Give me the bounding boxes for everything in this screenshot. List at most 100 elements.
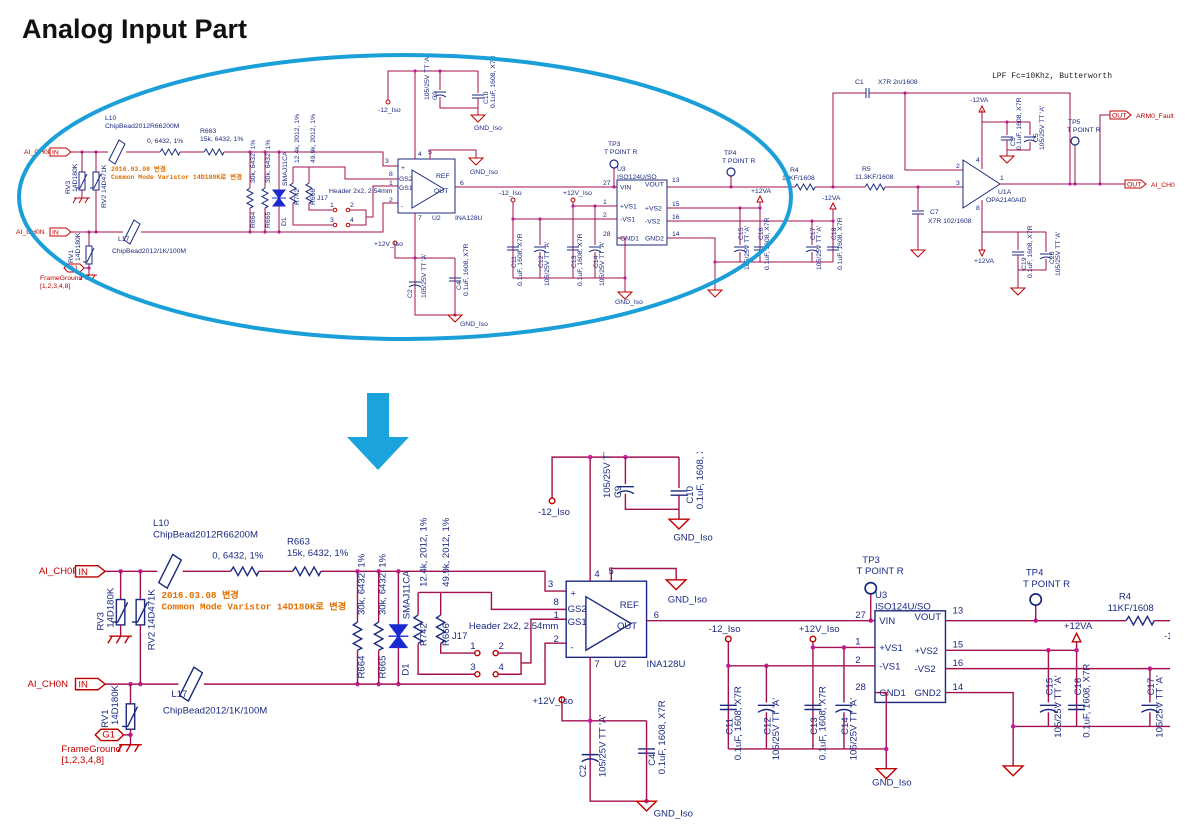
ground-icon: [706, 289, 724, 298]
label-components-C2-value: 105/25V TT 'A': [421, 254, 428, 298]
label-components-C1-value: X7R 2n/1608: [878, 79, 918, 86]
label-components-U1A-value: OPA2140AID: [986, 197, 1026, 204]
label-components-U1A-pin_numbers-4: 8: [976, 205, 980, 212]
label-components-C13-value: 0.1uF, 1608, X7R: [577, 233, 584, 286]
label-components-C18-value: 0.1uF, 1608, X7R: [837, 217, 844, 270]
power-arrow-icon: [756, 194, 764, 203]
wire: [439, 97, 478, 109]
wire: [394, 245, 455, 259]
label-components-C2-ref: C2: [407, 289, 414, 298]
label-nets-gnd_iso: GND_Iso: [470, 169, 498, 176]
label-components-U3-left_pins-3-num: 28: [603, 231, 611, 238]
label-ports-ai_ch0: AI_CH0: [1151, 182, 1175, 189]
varistor-icon: [90, 173, 102, 189]
label-components-R665-value: 30k, 6432, 1%: [265, 140, 272, 183]
resistor-icon: [245, 187, 255, 209]
label-components-U2-pin_names-6: REF: [436, 173, 450, 180]
label-components-C19-value: 0.1uF, 1608, X7R: [1027, 225, 1034, 278]
test-point-icon: [1070, 136, 1080, 146]
label-components-U3-left_pins-0-num: 27: [603, 180, 611, 187]
label-components-U3-value: ISO124U/SO: [617, 174, 657, 181]
label-components-U2-pin_numbers-1: 8: [389, 171, 393, 178]
label-components-U2-pin_numbers-3: 2: [389, 197, 393, 204]
capacitor-icon: [805, 249, 819, 253]
label-components-U3-left_pins-2-name: -VS1: [620, 217, 635, 224]
label-components-U3-right_pins-3-num: 14: [672, 231, 680, 238]
label-nets-p12v_iso: +12V_Iso: [374, 241, 403, 248]
label-components-R664-ref: R664: [250, 212, 257, 228]
label-components-U2-pin_numbers-5: 7: [418, 215, 422, 222]
label-components-C19-ref: C19: [1021, 257, 1028, 270]
junction-dot: [831, 219, 835, 223]
label-components-L17-ref: L17: [118, 236, 130, 243]
wire: [387, 70, 478, 100]
resistor-icon: [864, 182, 886, 192]
label-components-C16-ref: C16: [758, 227, 765, 240]
label-components-C9-value: 105/25V TT 'A': [424, 56, 431, 100]
label-components-D1-ref: D1: [281, 217, 288, 226]
label-components-U3-left_pins-2-num: 2: [603, 212, 607, 219]
label-components-U2-pin_numbers-2: 1: [389, 180, 393, 187]
label-components-J17-pins-3: 4: [350, 217, 354, 224]
label-components-U3-right_pins-2-name: -VS2: [645, 219, 660, 226]
label-components-C20-value: 105/25V TT 'A': [1055, 232, 1062, 276]
label-components-C1-ref: C1: [855, 79, 864, 86]
label-components-C5-value: 105/25V TT 'A': [1039, 106, 1046, 150]
label-components-TP3-ref: TP3: [608, 141, 621, 148]
label-components-J17-pins-2: 3: [330, 217, 334, 224]
label-components-U2-value: INA128U: [455, 215, 483, 222]
junction-dot: [571, 204, 575, 208]
port-icon: [49, 227, 72, 237]
label-components-R742-ref: R742: [294, 189, 301, 205]
label-components-C18-ref: C18: [831, 227, 838, 240]
label-nets-m12va: -12VA: [970, 97, 989, 104]
label-components-C4-ref: C4: [456, 281, 463, 290]
header-pin-icon: [345, 207, 351, 213]
iso124-box: [616, 179, 668, 246]
label-components-C3-ref: C3: [1010, 137, 1017, 146]
ground-icon: [469, 114, 487, 123]
wire: [1099, 114, 1110, 184]
label-ports-in: IN: [52, 230, 59, 237]
label-components-R665-ref: R665: [265, 212, 272, 228]
port-icon: [49, 147, 72, 157]
label-components-R742-value: 12.4k, 2012, 1%: [294, 114, 301, 163]
label-components-U3-right_pins-0-name: VOUT: [645, 182, 664, 189]
label-nets-p12v_iso: +12V_Iso: [563, 190, 592, 197]
label-components-R4-value: 11KF/1608: [782, 175, 815, 182]
label-components-R666-ref: R666: [310, 189, 317, 205]
label-nets-p12va: +12VA: [751, 188, 772, 195]
label-components-R664-value: 30k, 6432, 1%: [250, 140, 257, 183]
varistor-icon: [83, 247, 95, 263]
label-components-R5-ref: R5: [862, 166, 871, 173]
label-components-C7-ref: C7: [930, 209, 939, 216]
resistor-icon: [260, 187, 270, 209]
wire: [832, 92, 866, 187]
label-components-C12-value: 105/25V TT 'A': [544, 242, 551, 286]
label-components-C7-value: X7R 102/1608: [928, 218, 972, 225]
resistor-icon: [304, 182, 314, 204]
label-components-RV1-ref: RV1: [68, 250, 75, 263]
capacitor-icon: [588, 249, 602, 253]
label-ports-in: IN: [52, 150, 59, 157]
label-components-U3-right_pins-0-num: 13: [672, 177, 680, 184]
label-components-TP4-value: T POINT R: [722, 158, 755, 165]
label-components-L10-ref: L10: [105, 115, 117, 122]
label-nets-m12_iso: -12_Iso: [499, 190, 522, 197]
junction-dot: [713, 260, 717, 264]
label-components-C9-ref: C9: [432, 91, 439, 100]
label-components-U2-pin_names-0: +: [401, 165, 405, 172]
junction-dot: [413, 256, 417, 260]
label-components-L17-value: ChipBead2012/1K/100M: [112, 248, 186, 255]
label-components-R4-ref: R4: [790, 167, 799, 174]
label-components-U3-ref: U3: [617, 166, 626, 173]
label-nets-gnd_iso: GND_Iso: [474, 125, 502, 132]
ground-icon: [446, 314, 464, 323]
ina128-box: [397, 158, 456, 214]
label-components-U3-right_pins-1-name: +VS2: [645, 206, 662, 213]
label-components-U2-pin_names-1: GS2: [399, 176, 413, 183]
wire: [414, 213, 455, 316]
label-components-C11-ref: C11: [511, 256, 518, 268]
capacitor-icon: [1023, 139, 1037, 143]
label-components-U3-left_pins-3-name: GND1: [620, 236, 639, 243]
